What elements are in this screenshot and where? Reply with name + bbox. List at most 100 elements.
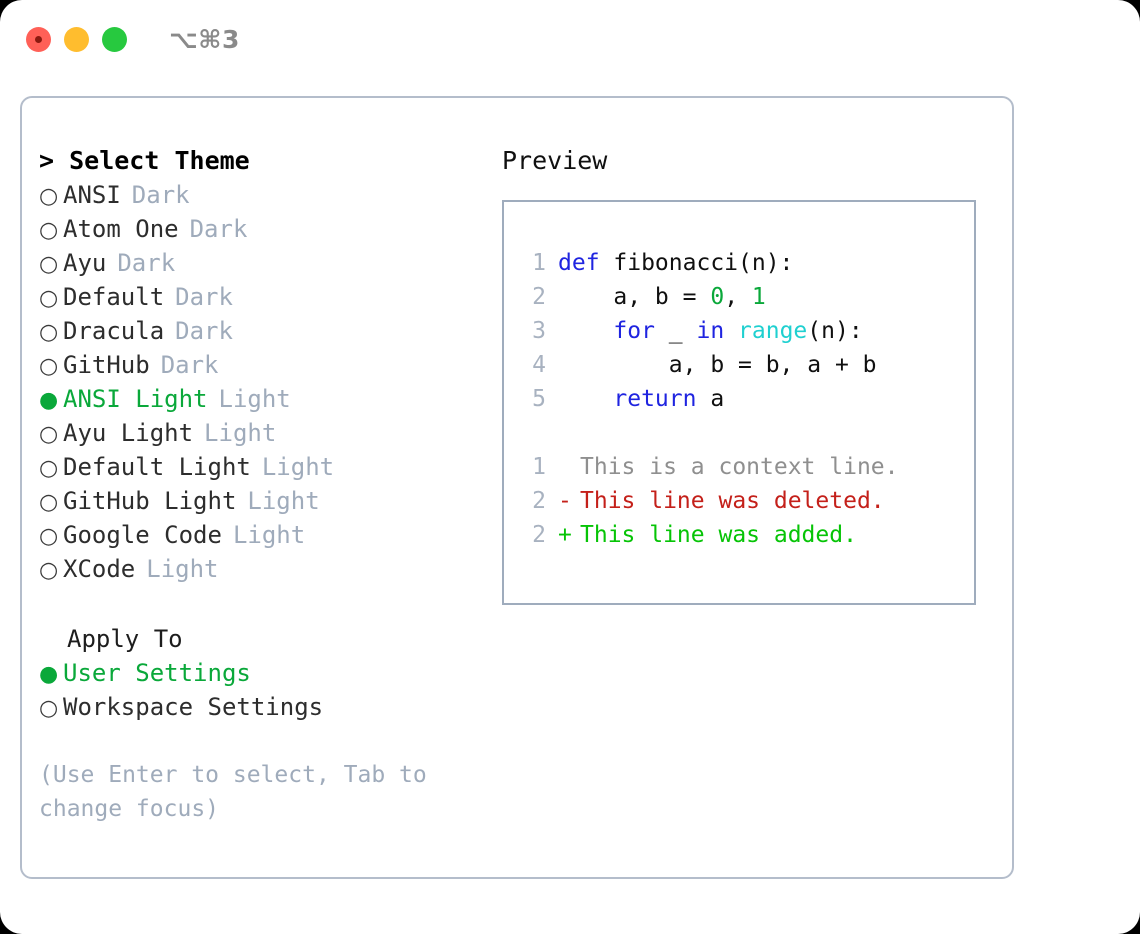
code-line: 4 a, b = b, a + b: [516, 348, 974, 382]
diff-line-number: 1: [532, 454, 546, 480]
line-number: 3: [532, 318, 546, 344]
theme-option-label: Google Code: [63, 521, 222, 549]
token-pl: a: [696, 386, 725, 412]
theme-option-variant: Light: [146, 555, 219, 583]
diff-sample: 1 This is a context line. 2-This line was…: [516, 450, 974, 552]
code-line: 3 for _ in range(n):: [516, 314, 974, 348]
diff-line: 2+This line was added.: [516, 518, 974, 552]
radio-unselected-icon: ○: [39, 320, 59, 345]
token-kw: for: [613, 318, 655, 344]
theme-option-label: XCode: [63, 555, 136, 583]
radio-unselected-icon: ○: [39, 184, 59, 209]
theme-option-variant: Light: [261, 453, 335, 481]
code-text: return a: [558, 382, 724, 416]
radio-unselected-icon: ○: [39, 218, 59, 243]
close-window-button[interactable]: [26, 26, 51, 52]
apply-to-heading: Apply To: [67, 625, 183, 653]
keyboard-shortcut-label: ⌥⌘3: [169, 24, 240, 54]
token-pl: _: [654, 318, 697, 344]
theme-option-1[interactable]: ○Atom One Dark: [39, 212, 469, 246]
theme-option-variant: Dark: [189, 215, 248, 243]
diff-text: This line was deleted.: [580, 488, 885, 514]
title-bar: ⌥⌘3: [0, 0, 1140, 78]
preview-heading: Preview: [502, 146, 608, 175]
radio-unselected-icon: ○: [39, 524, 59, 549]
theme-option-9[interactable]: ○GitHub Light Light: [39, 484, 469, 518]
diff-sign: [558, 450, 580, 484]
radio-unselected-icon: ○: [39, 696, 59, 721]
token-pl: a, b =: [558, 284, 711, 310]
radio-unselected-icon: ○: [39, 252, 59, 277]
radio-unselected-icon: ○: [39, 558, 59, 583]
theme-option-10[interactable]: ○Google Code Light: [39, 518, 469, 552]
code-line: 2 a, b = 0, 1: [516, 280, 974, 314]
token-pl: [558, 386, 613, 412]
theme-option-variant: Light: [232, 521, 306, 549]
token-kw: def: [558, 250, 600, 276]
apply-option-1[interactable]: ○Workspace Settings: [39, 690, 469, 724]
token-kw: in: [696, 318, 725, 344]
line-number: 2: [532, 284, 546, 310]
diff-sign: -: [558, 488, 572, 514]
token-pl: a, b = b, a + b: [558, 352, 877, 378]
theme-option-label: ANSI Light: [63, 385, 208, 413]
theme-option-variant: Dark: [175, 317, 233, 345]
diff-line-number: 2: [532, 488, 546, 514]
theme-option-label: Default: [63, 283, 165, 311]
token-pl: [724, 318, 738, 344]
radio-unselected-icon: ○: [39, 490, 59, 515]
window-controls: [26, 26, 127, 52]
radio-unselected-icon: ○: [39, 354, 59, 379]
theme-option-label: Dracula: [63, 317, 165, 345]
keyboard-hint-text: (Use Enter to select, Tab to change focu…: [39, 762, 427, 822]
maximize-window-button[interactable]: [102, 26, 127, 52]
apply-to-list[interactable]: ●User Settings○Workspace Settings: [39, 656, 469, 724]
line-number: 5: [532, 386, 546, 412]
theme-option-label: Ayu Light: [63, 419, 194, 447]
radio-unselected-icon: ○: [39, 422, 59, 447]
theme-option-3[interactable]: ○Default Dark: [39, 280, 469, 314]
theme-option-variant: Dark: [175, 283, 233, 311]
token-num: 1: [751, 284, 766, 310]
theme-option-11[interactable]: ○XCode Light: [39, 552, 469, 586]
radio-selected-icon: ●: [39, 388, 59, 413]
token-pl: [558, 318, 613, 344]
theme-option-label: GitHub: [63, 351, 150, 379]
select-theme-heading: > Select Theme: [39, 146, 250, 175]
theme-option-variant: Light: [247, 487, 320, 515]
spacer: [516, 416, 974, 450]
theme-option-variant: Dark: [117, 249, 176, 277]
line-number: 4: [532, 352, 546, 378]
token-pl: (n):: [807, 318, 863, 344]
diff-text: This is a context line.: [580, 454, 899, 480]
apply-option-0[interactable]: ●User Settings: [39, 656, 469, 690]
diff-text: This line was added.: [580, 522, 857, 548]
theme-option-4[interactable]: ○Dracula Dark: [39, 314, 469, 348]
code-text: for _ in range(n):: [558, 314, 863, 348]
radio-unselected-icon: ○: [39, 286, 59, 311]
code-text: def fibonacci(n):: [558, 246, 793, 280]
token-pl: ,: [724, 284, 752, 310]
theme-option-5[interactable]: ○GitHub Dark: [39, 348, 469, 382]
diff-line: 1 This is a context line.: [516, 450, 974, 484]
apply-option-label: Workspace Settings: [63, 693, 324, 721]
token-kw: return: [613, 386, 697, 412]
radio-selected-icon: ●: [39, 662, 59, 687]
token-num: 0: [710, 284, 725, 310]
diff-line-number: 2: [532, 522, 546, 548]
token-pl: fibonacci(n):: [599, 250, 794, 276]
theme-option-variant: Dark: [160, 351, 219, 379]
theme-option-label: Atom One: [63, 215, 179, 243]
theme-option-label: GitHub Light: [63, 487, 237, 515]
line-number: 1: [532, 250, 546, 276]
minimize-window-button[interactable]: [64, 26, 89, 52]
